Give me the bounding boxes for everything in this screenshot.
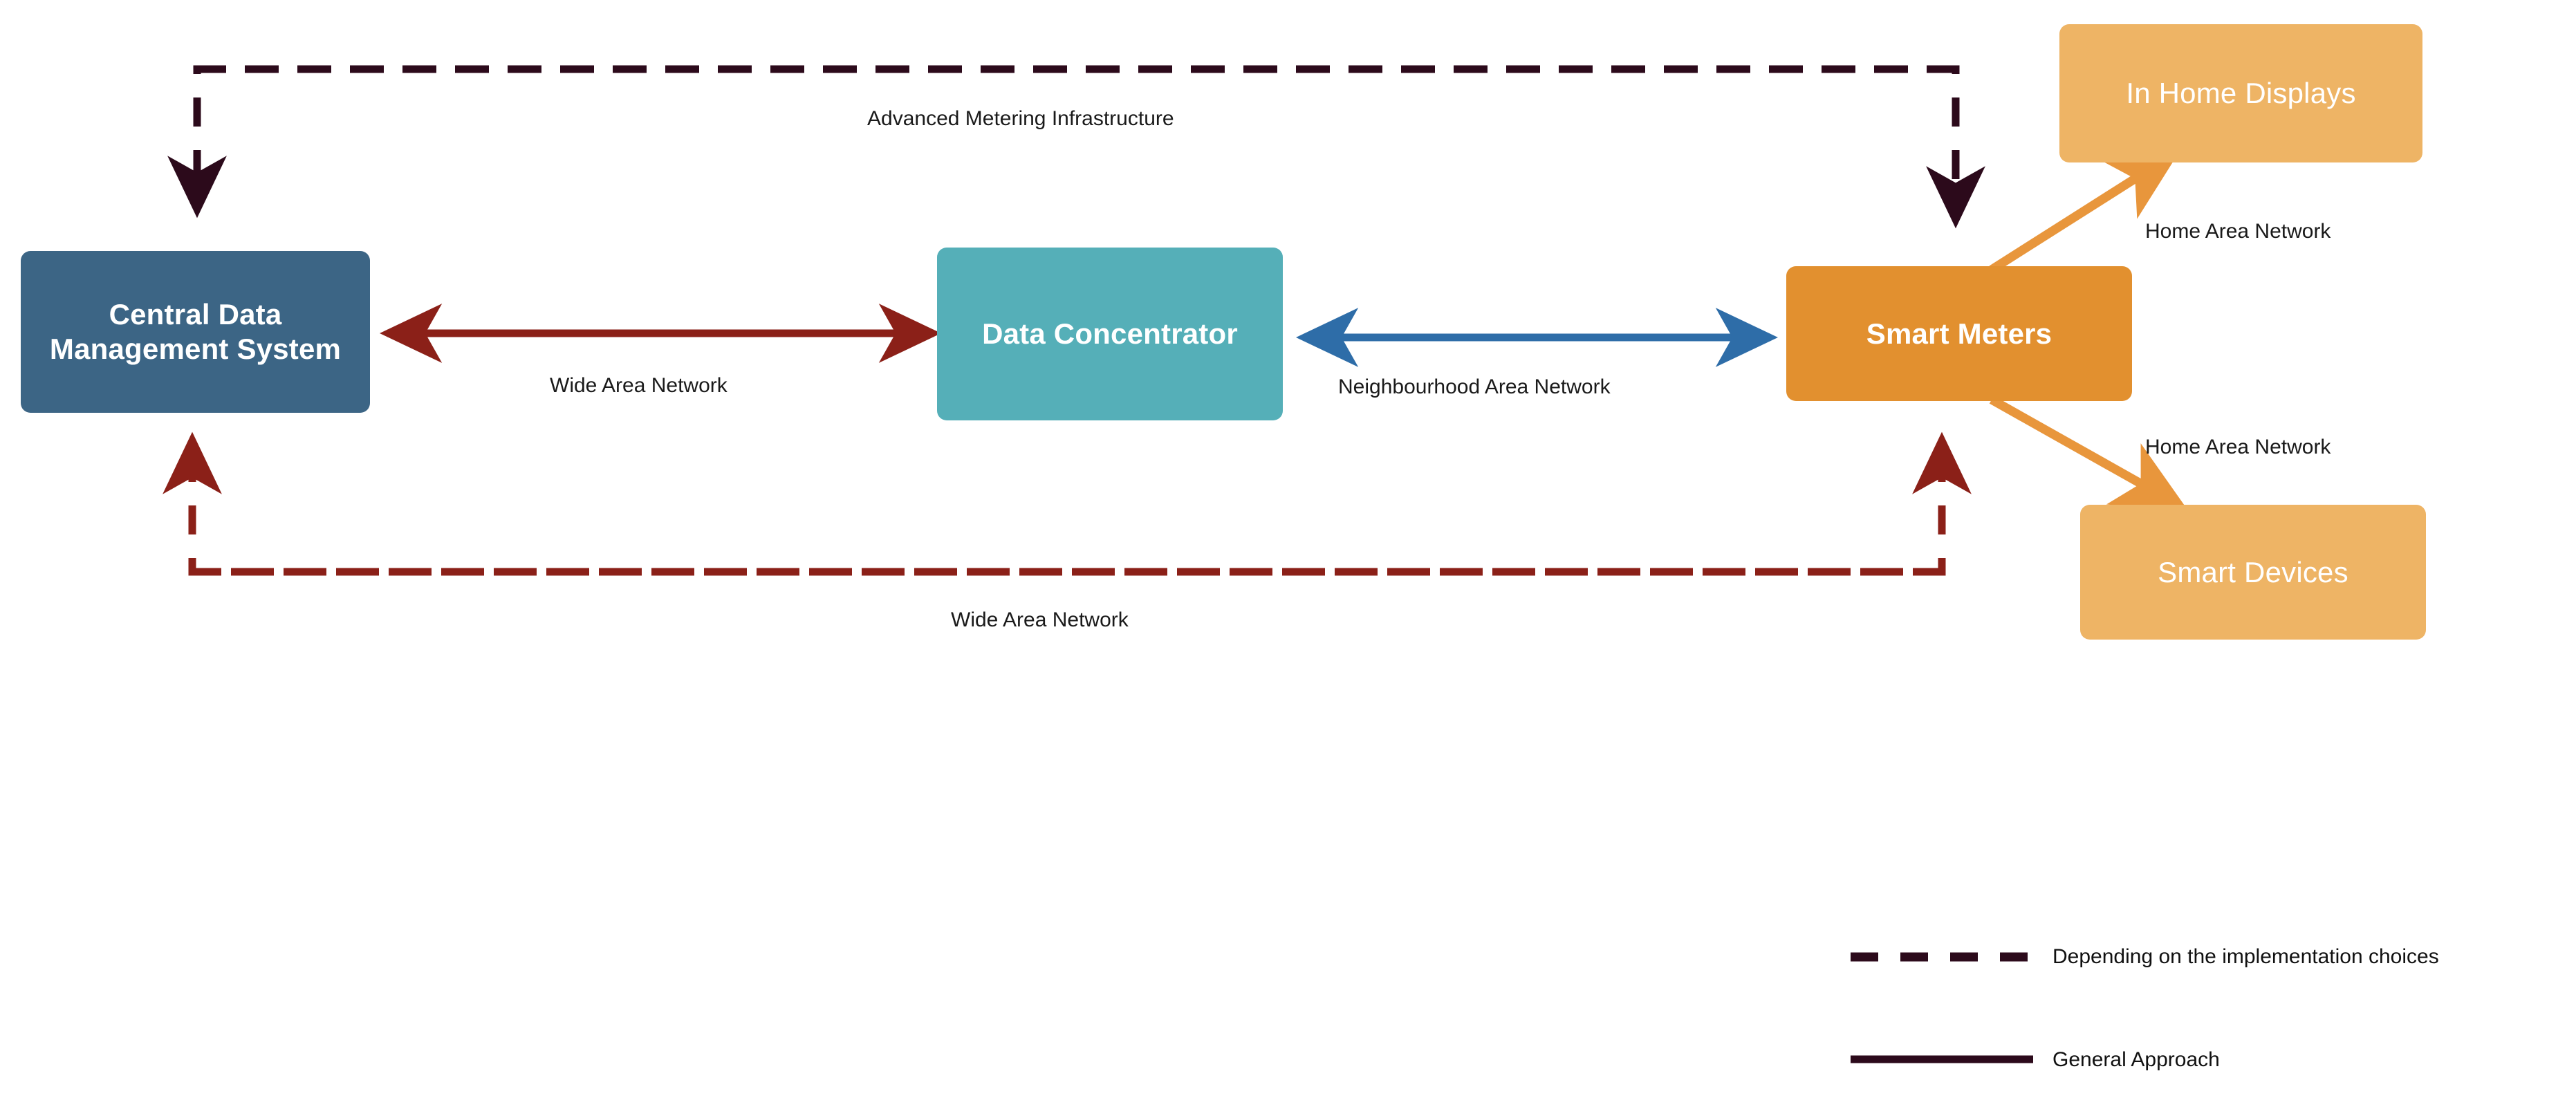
node-label: Smart Devices (2158, 555, 2348, 588)
node-label: Central Data Management System (49, 298, 342, 365)
edge-advanced-metering-infrastructure (167, 65, 1985, 229)
edge-label-neighbourhood-area-network: Neighbourhood Area Network (1338, 375, 1611, 398)
node-central-data-management-system[interactable]: Central Data Management System (21, 251, 370, 413)
node-label: Smart Meters (1866, 317, 2053, 350)
edge-label-home-area-network-upper: Home Area Network (2145, 220, 2331, 243)
node-data-concentrator[interactable]: Data Concentrator (937, 248, 1283, 420)
edge-label-advanced-metering-infrastructure: Advanced Metering Infrastructure (867, 107, 1174, 130)
edge-home-area-network-lower (1989, 396, 2188, 510)
edge-wide-area-network-dashed (163, 431, 1972, 576)
node-label: In Home Displays (2126, 77, 2356, 110)
node-smart-devices[interactable]: Smart Devices (2080, 505, 2426, 640)
edge-label-wide-area-network-bottom: Wide Area Network (951, 608, 1129, 631)
edge-label-home-area-network-lower: Home Area Network (2145, 436, 2331, 458)
legend-item-dashed-label: Depending on the implementation choices (2053, 945, 2439, 968)
node-in-home-displays[interactable]: In Home Displays (2059, 24, 2422, 162)
edge-home-area-network-upper (1989, 149, 2181, 274)
legend-item-solid-label: General Approach (2053, 1048, 2220, 1071)
node-smart-meters[interactable]: Smart Meters (1786, 266, 2132, 401)
edge-label-wide-area-network-top: Wide Area Network (550, 374, 728, 397)
node-label: Data Concentrator (982, 317, 1238, 351)
